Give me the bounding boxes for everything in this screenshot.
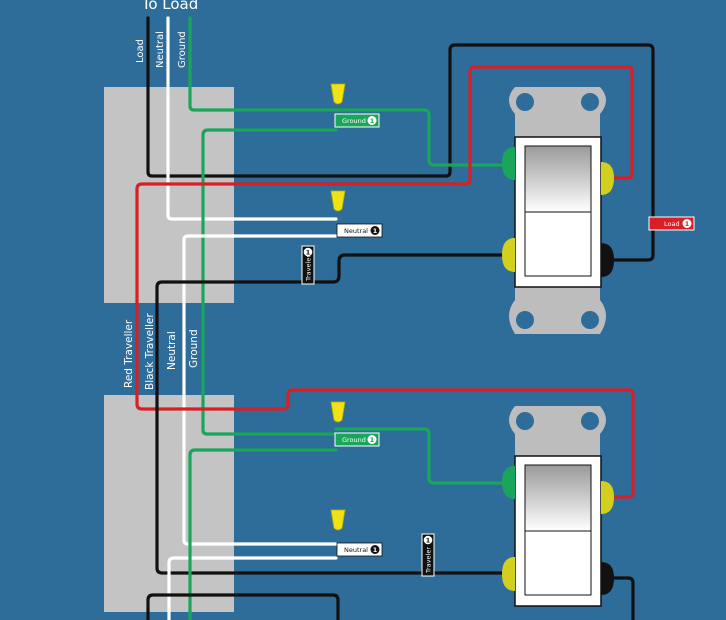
- switch-2-brass-terminal: [502, 557, 515, 591]
- top-wire-label-neutral: Neutral: [155, 31, 166, 68]
- terminals: [502, 147, 614, 595]
- switch-2-ground-terminal: [502, 466, 515, 499]
- tag-number: 1: [373, 546, 378, 554]
- tag-label: Traveler: [425, 547, 433, 574]
- switch-1-neutral-tag: Neutral 1: [336, 223, 383, 238]
- mid-wire-label-red-traveller: Red Traveller: [123, 319, 135, 388]
- wire-neutral-white: [182, 234, 338, 546]
- wire-nut: [330, 401, 346, 423]
- mid-wire-label-ground: Ground: [188, 329, 200, 368]
- wires: [135, 16, 655, 620]
- switch-2-brass-terminal: [601, 481, 614, 514]
- switch-2-common-terminal: [601, 562, 614, 595]
- switch-1-screw-hole: [581, 311, 599, 329]
- tag-number: 1: [685, 220, 690, 228]
- tag-label: Neutral: [344, 227, 368, 235]
- switch-2: [509, 406, 606, 607]
- wire-nut: [330, 83, 346, 105]
- wire-ground-green: [188, 16, 512, 167]
- top-wire-label-load: Load: [135, 39, 146, 63]
- tag-label: Traveler: [305, 255, 313, 282]
- switch-2-ground-tag: Ground 1: [334, 432, 380, 447]
- switch-1-traveler-tag: 1 Traveler: [301, 245, 315, 285]
- wire-black: [610, 576, 635, 620]
- wire-ground-green: [188, 448, 338, 620]
- switch-1-brass-terminal: [502, 238, 515, 272]
- wire-load-black: [146, 16, 655, 262]
- switch-1-screw-hole: [581, 93, 599, 111]
- mid-wire-label-black-traveller: Black Traveller: [144, 313, 156, 390]
- top-wire-label-ground: Ground: [177, 31, 188, 68]
- switch-1-ground-terminal: [502, 147, 515, 180]
- switch-2-rocker-bottom: [524, 530, 592, 596]
- tag-number: 1: [306, 249, 311, 257]
- wire-ground-green: [334, 427, 512, 485]
- switch-1-rocker-top: [524, 145, 592, 213]
- switch-2-screw-hole: [516, 412, 534, 430]
- switch-1-rocker-bottom: [524, 211, 592, 277]
- switch-1-common-terminal: [601, 243, 614, 277]
- switch-1-screw-hole: [516, 93, 534, 111]
- switch-2-rocker-top: [524, 464, 592, 532]
- wire-red-traveller: [135, 65, 635, 499]
- tag-number: 1: [426, 537, 431, 545]
- tag-number: 1: [370, 117, 375, 125]
- tag-label: Neutral: [344, 546, 368, 554]
- mid-wire-label-neutral: Neutral: [166, 331, 178, 370]
- wire-nuts: [330, 83, 346, 531]
- tag-label: Load: [664, 220, 680, 228]
- tag-number: 1: [373, 227, 378, 235]
- wire-nut: [330, 509, 346, 531]
- tag-number: 1: [370, 436, 375, 444]
- tag-label: Ground: [342, 436, 366, 444]
- switch-1-ground-tag: Ground 1: [334, 113, 380, 128]
- switch-1: [509, 87, 606, 334]
- wire-nut: [330, 190, 346, 212]
- wire-black: [146, 593, 340, 620]
- switch-1-screw-hole: [516, 311, 534, 329]
- switch-2-screw-hole: [581, 412, 599, 430]
- switch-1-brass-terminal: [601, 162, 614, 195]
- tag-label: Ground: [342, 117, 366, 125]
- wire-neutral-white: [167, 556, 338, 620]
- wire-neutral-white: [166, 16, 338, 221]
- wire-black-traveller: [155, 253, 512, 575]
- switch-2-neutral-tag: Neutral 1: [336, 542, 383, 557]
- switch-2-traveler-tag: 1 Traveler: [421, 533, 435, 577]
- switch-1-load-tag: Load 1: [648, 216, 695, 231]
- top-title: To Load: [141, 0, 199, 13]
